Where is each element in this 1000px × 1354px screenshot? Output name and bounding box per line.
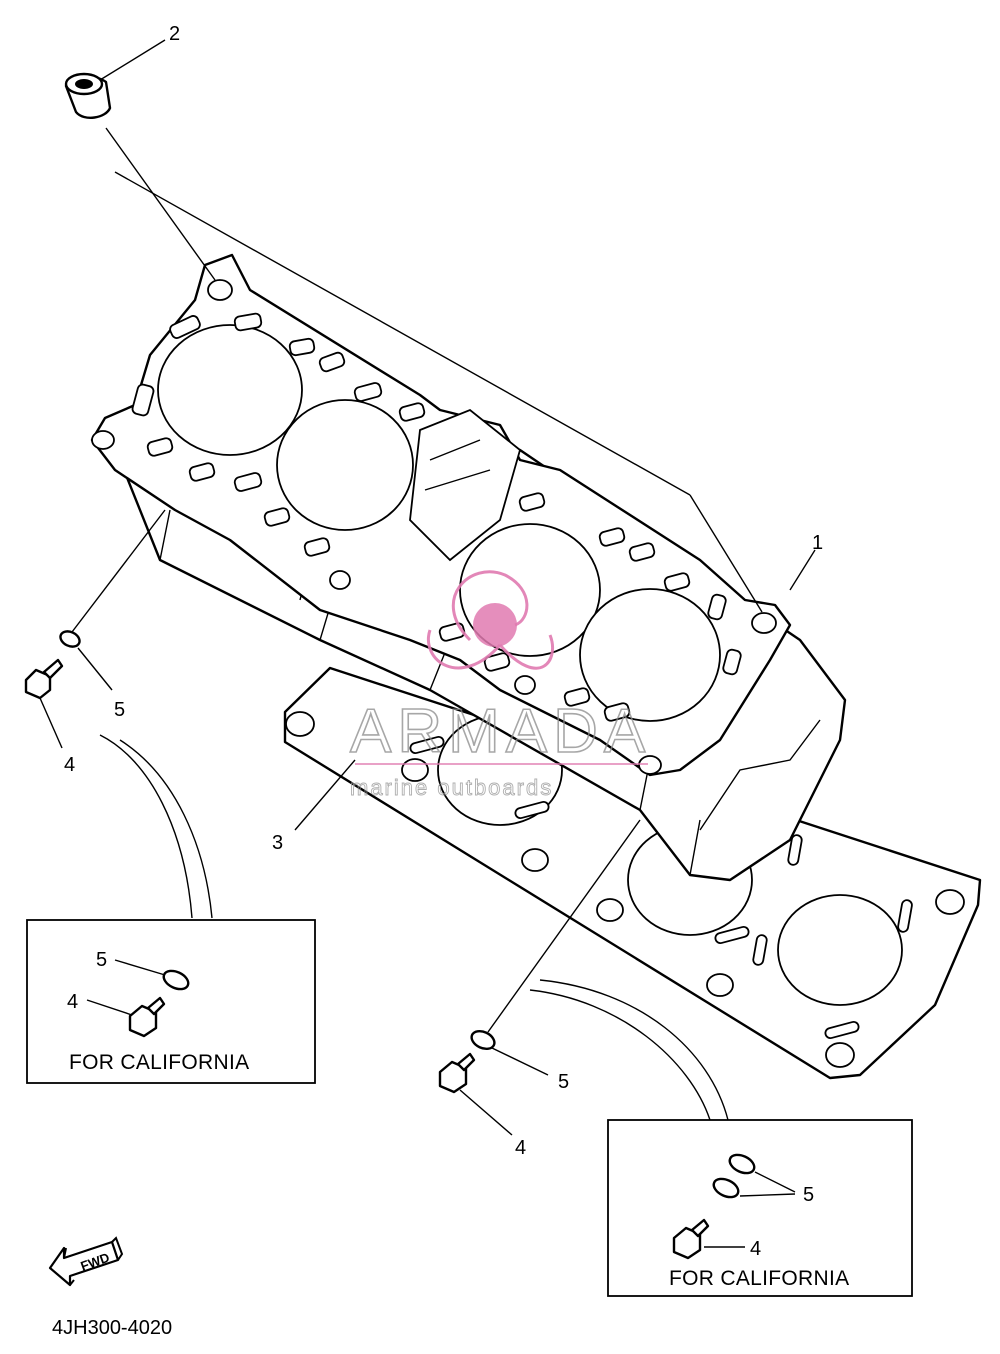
armada-watermark: ARMADA marine outboards xyxy=(349,570,651,800)
dowel-pin-part2 xyxy=(64,72,112,119)
leader-lines xyxy=(39,39,816,1136)
callout-1: 1 xyxy=(812,532,823,554)
callout-5-box-left: 5 xyxy=(96,949,107,971)
callout-4-box-left: 4 xyxy=(67,991,78,1013)
callout-2: 2 xyxy=(169,23,180,45)
box-left-label: FOR CALIFORNIA xyxy=(69,1051,249,1074)
california-box-left xyxy=(26,919,316,1084)
watermark-brand: ARMADA xyxy=(350,697,651,766)
part-code: 4JH300-4020 xyxy=(52,1317,172,1339)
bolt-washer-left xyxy=(24,630,81,700)
bolt-washer-center xyxy=(438,1029,496,1094)
callout-4-left: 4 xyxy=(64,754,75,776)
box-right-label: FOR CALIFORNIA xyxy=(669,1267,849,1290)
watermark-tagline: marine outboards xyxy=(350,775,553,800)
callout-4-box-right: 4 xyxy=(750,1238,761,1260)
california-box-right xyxy=(607,1119,913,1297)
callout-3: 3 xyxy=(272,832,283,854)
fwd-arrow-icon: FWD xyxy=(48,1236,124,1287)
callout-5-left: 5 xyxy=(114,699,125,721)
callout-4-center: 4 xyxy=(515,1137,526,1159)
cylinder-gasket xyxy=(283,666,982,1080)
armada-logo-icon xyxy=(427,570,555,670)
callout-5-box-right: 5 xyxy=(803,1184,814,1206)
callout-5-center: 5 xyxy=(558,1071,569,1093)
